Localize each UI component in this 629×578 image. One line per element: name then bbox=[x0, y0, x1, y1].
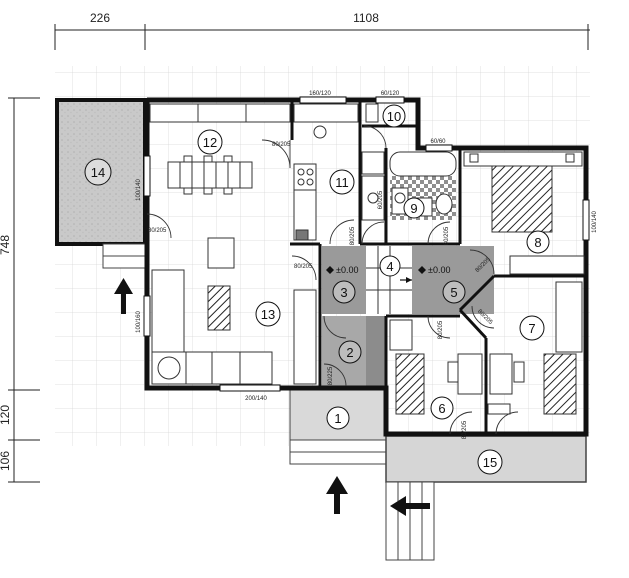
door-swings bbox=[146, 125, 519, 435]
opening-label: 100/140 bbox=[136, 179, 142, 201]
hall-5-corner bbox=[460, 246, 494, 314]
opening-label: 160/120 bbox=[309, 91, 331, 97]
dimension-label: 748 bbox=[0, 235, 12, 255]
opening-label: 80/205 bbox=[148, 228, 167, 234]
left-dimension: 748 120 106 bbox=[0, 97, 40, 483]
room-number-9: 9 bbox=[410, 201, 417, 216]
opening-label: 80/205 bbox=[272, 142, 291, 148]
room-number-6: 6 bbox=[438, 401, 445, 416]
entry-arrow-icon bbox=[114, 278, 133, 314]
room-number-15: 15 bbox=[483, 455, 497, 470]
opening-label: 100/140 bbox=[592, 211, 598, 233]
opening-label: 60/205 bbox=[378, 190, 384, 209]
room-number-4: 4 bbox=[386, 259, 393, 274]
furniture-bedroom-7 bbox=[487, 281, 583, 415]
room-number-13: 13 bbox=[261, 307, 275, 322]
opening-label: 80/205 bbox=[462, 420, 468, 439]
opening-label: 80/205 bbox=[438, 320, 444, 339]
dimension-label: 106 bbox=[0, 451, 12, 471]
top-dimension: 226 1108 bbox=[54, 11, 590, 50]
room-number-14: 14 bbox=[91, 165, 105, 180]
level-markers: ±0.00 ±0.00 bbox=[326, 265, 450, 275]
opening-label: 200/140 bbox=[245, 396, 267, 402]
room-number-2: 2 bbox=[346, 345, 353, 360]
opening-label: 100/160 bbox=[136, 311, 142, 333]
furniture-bedroom-6 bbox=[389, 319, 483, 415]
closet-2-inner bbox=[366, 316, 386, 388]
furniture-kitchen bbox=[293, 103, 385, 241]
entry-arrow-icon bbox=[326, 476, 348, 514]
interior-walls bbox=[290, 100, 586, 434]
room-number-11: 11 bbox=[335, 175, 349, 190]
opening-label: 60/60 bbox=[430, 139, 446, 145]
opening-label: 80/205 bbox=[444, 226, 450, 245]
dimension-label: 226 bbox=[90, 11, 110, 25]
room-numbers: 1 2 3 4 5 6 7 8 9 10 11 12 13 14 15 bbox=[84, 104, 550, 475]
furniture-living bbox=[149, 103, 317, 385]
dimension-label: 120 bbox=[0, 405, 12, 425]
furniture-bedroom-8 bbox=[463, 151, 585, 275]
level-label: ±0.00 bbox=[336, 265, 358, 275]
room-number-8: 8 bbox=[534, 235, 541, 250]
level-label: ±0.00 bbox=[428, 265, 450, 275]
room-number-1: 1 bbox=[334, 411, 341, 426]
room-number-10: 10 bbox=[387, 109, 401, 124]
opening-label: 80/225 bbox=[328, 366, 334, 385]
dimension-label: 1108 bbox=[353, 11, 379, 25]
room-number-7: 7 bbox=[528, 321, 535, 336]
room-3-hall bbox=[322, 246, 366, 314]
opening-label: 80/205 bbox=[350, 226, 356, 245]
opening-label: 60/120 bbox=[381, 91, 400, 97]
room-number-12: 12 bbox=[203, 135, 217, 150]
windows bbox=[143, 96, 590, 392]
room-number-5: 5 bbox=[450, 285, 457, 300]
room-number-3: 3 bbox=[340, 285, 347, 300]
entry-arrow-icon bbox=[390, 496, 430, 516]
opening-label: 80/205 bbox=[294, 264, 313, 270]
